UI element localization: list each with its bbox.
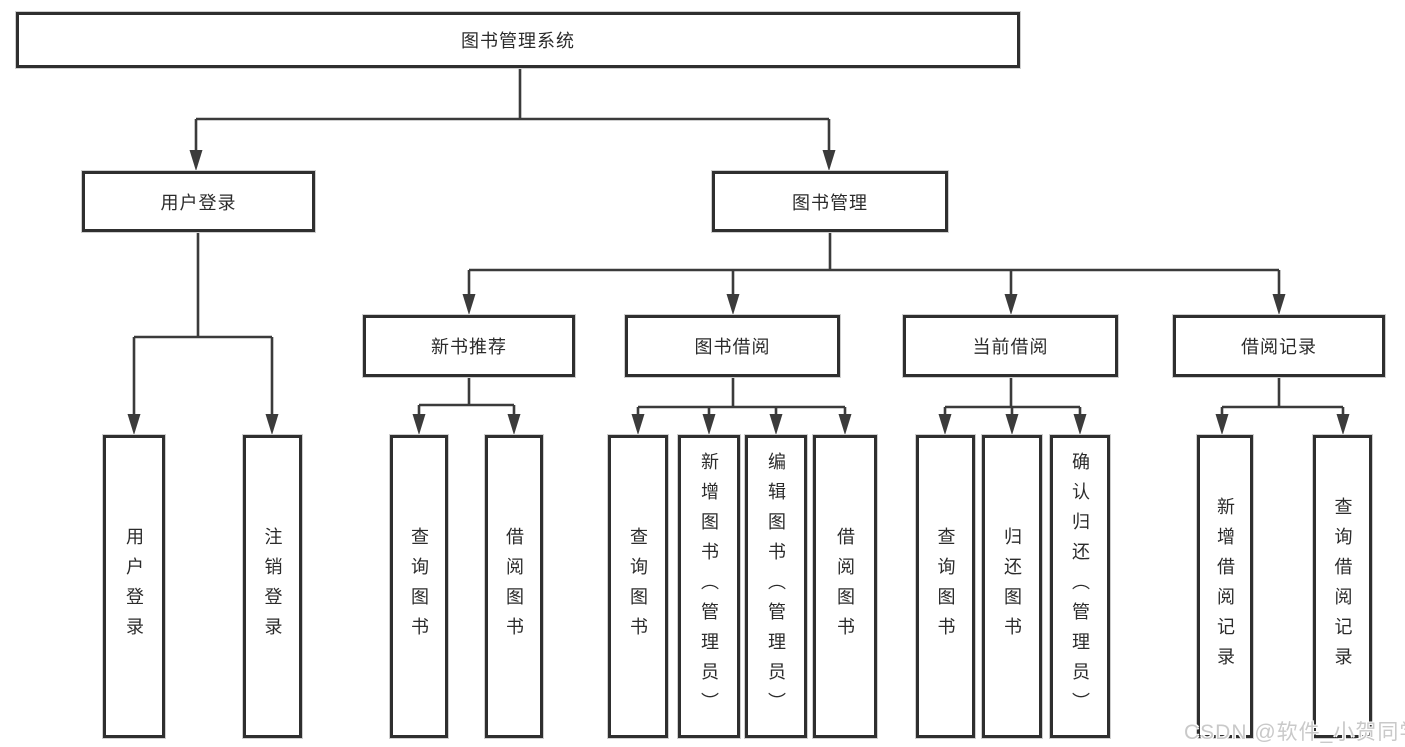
node-leaf-user-login: 用户登录 (103, 435, 165, 738)
node-book-management-group: 图书管理 (712, 171, 948, 232)
csdn-watermark: CSDN @软件_小贺同学 (1184, 721, 1405, 744)
node-label: 查询图书 (409, 526, 429, 647)
node-leaf-logout: 注销登录 (243, 435, 302, 738)
node-label: 查询图书 (628, 526, 648, 647)
node-label: 借阅图书 (835, 526, 855, 647)
node-label: 归还图书 (1002, 526, 1022, 647)
node-leaf-borrow-books-2: 借阅图书 (813, 435, 877, 738)
node-leaf-edit-books-admin: 编辑图书（管理员） (745, 435, 807, 738)
node-label: 新增图书（管理员） (699, 451, 719, 722)
node-label: 新书推荐 (431, 337, 507, 357)
node-leaf-query-borrow-record: 查询借阅记录 (1313, 435, 1372, 738)
node-borrow-records: 借阅记录 (1173, 315, 1385, 377)
node-leaf-add-books-admin: 新增图书（管理员） (678, 435, 740, 738)
node-user-login-group: 用户登录 (82, 171, 315, 232)
node-label: 图书借阅 (694, 337, 771, 357)
node-label: 新增借阅记录 (1215, 496, 1235, 677)
node-label: 图书管理 (792, 192, 868, 213)
node-leaf-add-borrow-record: 新增借阅记录 (1197, 435, 1253, 738)
node-leaf-confirm-return-admin: 确认归还（管理员） (1050, 435, 1110, 738)
node-label: 借阅图书 (504, 526, 524, 647)
node-label: 查询图书 (935, 526, 956, 647)
node-label: 用户登录 (160, 192, 237, 213)
node-label: 当前借阅 (972, 337, 1049, 357)
node-leaf-query-books-3: 查询图书 (916, 435, 975, 738)
node-label: 确认归还（管理员） (1070, 451, 1090, 722)
node-label: 图书管理系统 (461, 31, 575, 51)
node-label: 编辑图书（管理员） (766, 451, 786, 722)
node-book-borrow: 图书借阅 (625, 315, 840, 377)
node-leaf-borrow-books-1: 借阅图书 (485, 435, 543, 738)
node-current-borrow: 当前借阅 (903, 315, 1118, 377)
node-label: 用户登录 (124, 526, 144, 647)
node-leaf-return-books: 归还图书 (982, 435, 1042, 738)
node-leaf-query-books-2: 查询图书 (608, 435, 668, 738)
node-label: 注销登录 (262, 526, 283, 647)
node-new-book-recommend: 新书推荐 (363, 315, 575, 377)
node-root-system: 图书管理系统 (16, 12, 1020, 68)
node-label: 查询借阅记录 (1332, 496, 1353, 677)
node-label: 借阅记录 (1241, 337, 1317, 357)
node-leaf-query-books-1: 查询图书 (390, 435, 448, 738)
